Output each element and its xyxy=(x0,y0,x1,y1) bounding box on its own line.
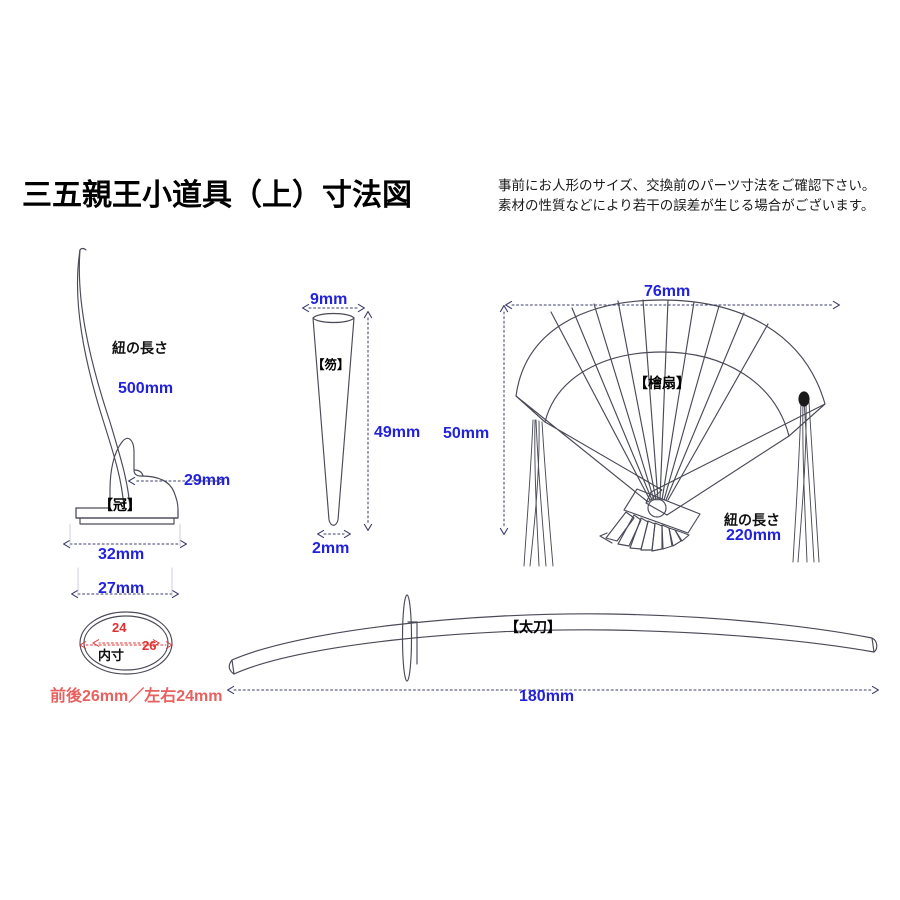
crown-oval-horizontal-value: 26 xyxy=(142,638,157,653)
crown-drawing xyxy=(75,247,179,525)
shaku-part-label: 【笏】 xyxy=(312,358,350,372)
crown-outer-width-value: 32mm xyxy=(98,546,145,563)
fan-drawing xyxy=(515,299,826,567)
crown-inner-width-dimension xyxy=(78,567,172,596)
crown-cord-label: 紐の長さ xyxy=(112,340,168,356)
crown-height-value: 29mm xyxy=(184,472,231,489)
fan-cord-label: 紐の長さ xyxy=(724,512,780,528)
fan-height-value: 50mm xyxy=(443,425,490,442)
sword-length-value: 180mm xyxy=(519,688,575,705)
crown-part-label: 【冠】 xyxy=(99,497,141,513)
crown-oval-vertical-value: 24 xyxy=(112,620,127,635)
crown-oval-inner-label: 内寸 xyxy=(98,648,125,663)
crown-oval-dimensions xyxy=(79,639,173,649)
shaku-bottom-width-value: 2mm xyxy=(312,540,350,557)
note-line-2: 素材の性質などにより若干の誤差が生じる場合がございます。 xyxy=(498,198,875,213)
shaku-drawing xyxy=(312,312,355,526)
sword-part-label: 【太刀】 xyxy=(505,619,561,635)
fan-part-label: 【檜扇】 xyxy=(634,375,690,391)
crown-outer-width-dimension xyxy=(70,523,180,546)
fan-width-value: 76mm xyxy=(644,283,691,300)
crown-inner-width-value: 27mm xyxy=(98,580,145,597)
note-line-1: 事前にお人形のサイズ、交換前のパーツ寸法をご確認下さい。 xyxy=(498,178,876,193)
shaku-length-value: 49mm xyxy=(374,424,421,441)
fan-cord-length: 220mm xyxy=(726,527,782,544)
page-title: 三五親王小道具（上）寸法図 xyxy=(22,179,412,212)
sword-drawing xyxy=(228,594,878,682)
shaku-top-width-value: 9mm xyxy=(310,291,348,308)
crown-caption: 前後26mm／左右24mm xyxy=(50,688,223,705)
crown-cord-length: 500mm xyxy=(118,380,174,397)
note-block: 事前にお人形のサイズ、交換前のパーツ寸法をご確認下さい。 素材の性質などにより若… xyxy=(498,176,875,216)
